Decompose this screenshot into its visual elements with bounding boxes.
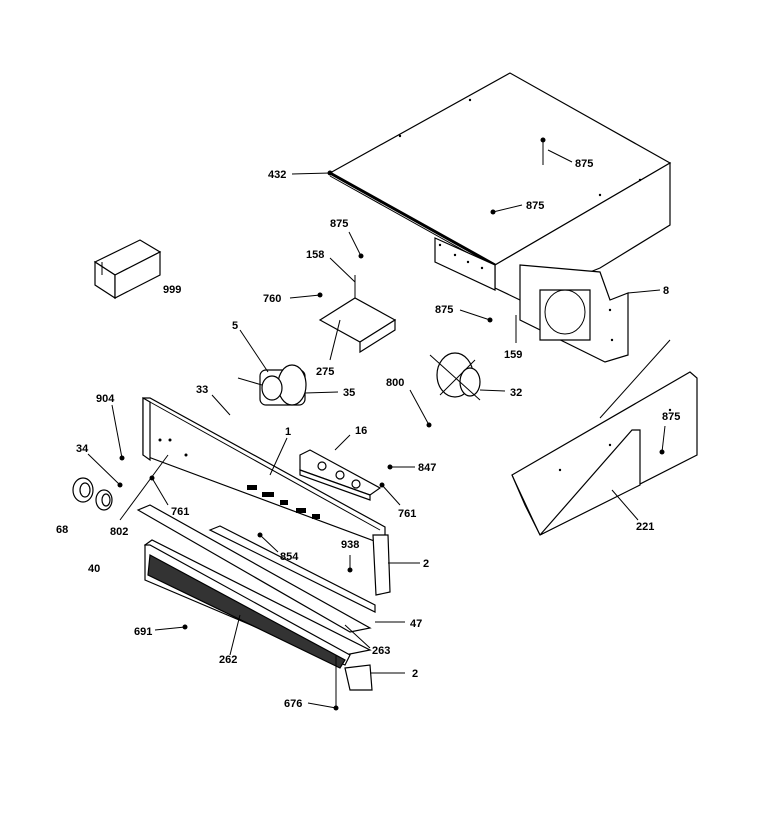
label-999: 999 [163, 284, 181, 296]
label-34: 34 [76, 443, 89, 455]
control-panel-part [142, 396, 386, 546]
side-panel-part [511, 371, 698, 536]
label-158: 158 [306, 249, 324, 261]
label-68: 68 [56, 524, 68, 536]
label-676: 676 [284, 698, 302, 710]
label-263: 263 [372, 645, 390, 657]
trim-strips-part [136, 504, 376, 656]
label-2: 2 [412, 668, 418, 680]
fasteners [117, 137, 665, 711]
label-262: 262 [219, 654, 237, 666]
knobs-part [72, 477, 113, 511]
label-1: 1 [285, 426, 291, 438]
label-800: 800 [386, 377, 404, 389]
label-875: 875 [435, 304, 453, 316]
rear-panel-part [519, 264, 629, 363]
label-938: 938 [341, 539, 359, 551]
control-board-part [299, 449, 382, 501]
label-904: 904 [96, 393, 115, 405]
label-221: 221 [636, 521, 654, 533]
label-32: 32 [510, 387, 522, 399]
label-159: 159 [504, 349, 522, 361]
part-labels: 432 875 875 875 875 875 999 158 760 8 5 … [56, 158, 680, 710]
label-275: 275 [316, 366, 334, 378]
label-760: 760 [263, 293, 281, 305]
label-8: 8 [663, 285, 669, 297]
bracket-part [318, 275, 397, 354]
label-40: 40 [88, 563, 100, 575]
label-432: 432 [268, 169, 286, 181]
label-33: 33 [196, 384, 208, 396]
fan-part [429, 352, 481, 401]
label-2: 2 [423, 558, 429, 570]
label-761: 761 [171, 506, 189, 518]
motor-part [237, 364, 307, 406]
leader-lines [87, 140, 671, 709]
label-16: 16 [355, 425, 367, 437]
label-691: 691 [134, 626, 152, 638]
label-5: 5 [232, 320, 238, 332]
label-854: 854 [280, 551, 299, 563]
label-802: 802 [110, 526, 128, 538]
label-875: 875 [662, 411, 680, 423]
box-part [93, 239, 162, 300]
label-875: 875 [330, 218, 348, 230]
label-35: 35 [343, 387, 355, 399]
vent-grille-part [144, 544, 351, 669]
label-875: 875 [575, 158, 593, 170]
label-761: 761 [398, 508, 416, 520]
side-brackets-part [344, 534, 391, 691]
label-47: 47 [410, 618, 422, 630]
top-cover-part [328, 72, 672, 301]
label-875: 875 [526, 200, 544, 212]
label-847: 847 [418, 462, 436, 474]
